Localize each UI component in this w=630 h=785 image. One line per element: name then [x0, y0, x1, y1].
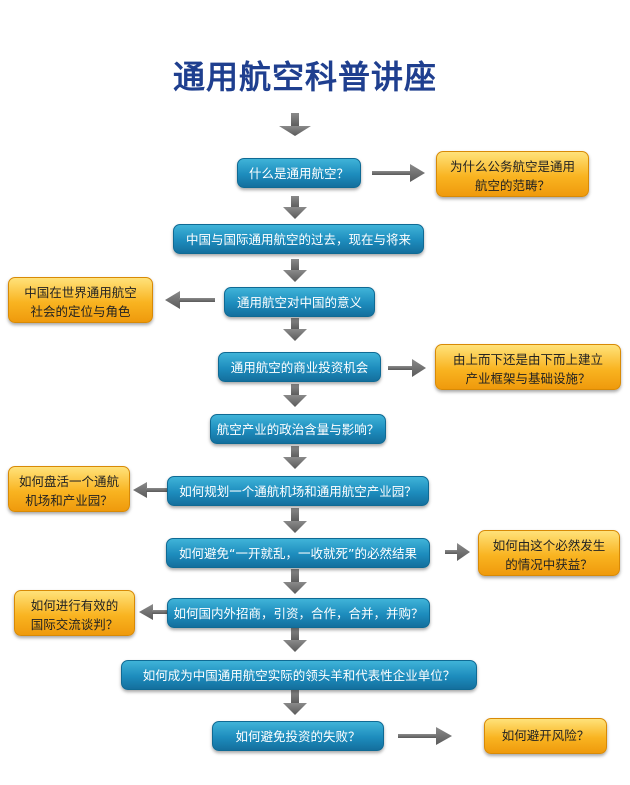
down-arrow-3: [283, 318, 307, 341]
left-arrow-2: [165, 291, 215, 309]
down-arrow-9: [283, 690, 307, 715]
right-arrow-7: [398, 727, 452, 745]
side-note-6-line1: 如何进行有效的: [30, 598, 119, 613]
side-note-4-line2: 机场和产业园？: [25, 493, 113, 508]
side-note-5-line2: 的情况中获益？: [505, 557, 593, 572]
main-step-8: 如何国内外招商，引资，合作，合并，并购？: [167, 598, 430, 628]
main-step-4: 通用航空的商业投资机会: [218, 352, 381, 382]
main-step-10: 如何避免投资的失败？: [212, 721, 384, 751]
left-arrow-4: [133, 482, 168, 498]
main-step-6: 如何规划一个通航机场和通用航空产业园？: [167, 476, 429, 506]
main-step-3: 通用航空对中国的意义: [224, 287, 375, 317]
right-arrow-1: [372, 164, 425, 182]
side-note-6: 如何进行有效的 国际交流谈判？: [14, 590, 135, 636]
down-arrow-4: [283, 384, 307, 407]
side-note-1-line2: 航空的范畴？: [474, 178, 550, 193]
down-arrow-2: [283, 259, 307, 282]
main-step-2: 中国与国际通用航空的过去，现在与将来: [173, 224, 424, 254]
down-arrow-7: [283, 569, 307, 594]
down-arrow-8: [283, 628, 307, 652]
side-note-1: 为什么公务航空是通用 航空的范畴？: [436, 151, 589, 197]
main-step-9: 如何成为中国通用航空实际的领头羊和代表性企业单位？: [121, 660, 477, 690]
main-step-7: 如何避免“一开就乱，一收就死”的必然结果: [166, 538, 430, 568]
right-arrow-3: [388, 359, 426, 377]
right-arrow-5: [445, 543, 470, 561]
side-note-4-line1: 如何盘活一个通航: [18, 474, 119, 489]
down-arrow-5: [283, 446, 307, 469]
side-note-3: 由上而下还是由下而上建立 产业框架与基础设施？: [435, 344, 621, 390]
side-note-1-line1: 为什么公务航空是通用: [449, 159, 575, 174]
down-arrow-start: [279, 113, 311, 136]
side-note-3-line1: 由上而下还是由下而上建立: [452, 352, 603, 367]
left-arrow-6: [139, 604, 168, 620]
down-arrow-1: [283, 196, 307, 219]
side-note-7: 如何避开风险？: [484, 718, 607, 754]
side-note-2-line2: 社会的定位与角色: [30, 304, 131, 319]
side-note-2-line1: 中国在世界通用航空: [24, 285, 137, 300]
side-note-3-line2: 产业框架与基础设施？: [465, 371, 591, 386]
side-note-6-line2: 国际交流谈判？: [30, 617, 119, 632]
main-step-1: 什么是通用航空？: [237, 158, 361, 188]
side-note-4: 如何盘活一个通航 机场和产业园？: [8, 466, 130, 512]
side-note-5-line1: 如何由这个必然发生: [492, 538, 606, 553]
side-note-7-line1: 如何避开风险？: [501, 728, 590, 743]
side-note-2: 中国在世界通用航空 社会的定位与角色: [8, 277, 153, 323]
down-arrow-6: [283, 508, 307, 533]
diagram-title: 通用航空科普讲座: [172, 58, 437, 96]
side-note-5: 如何由这个必然发生 的情况中获益？: [478, 530, 620, 576]
main-step-5: 航空产业的政治含量与影响？: [210, 414, 386, 444]
